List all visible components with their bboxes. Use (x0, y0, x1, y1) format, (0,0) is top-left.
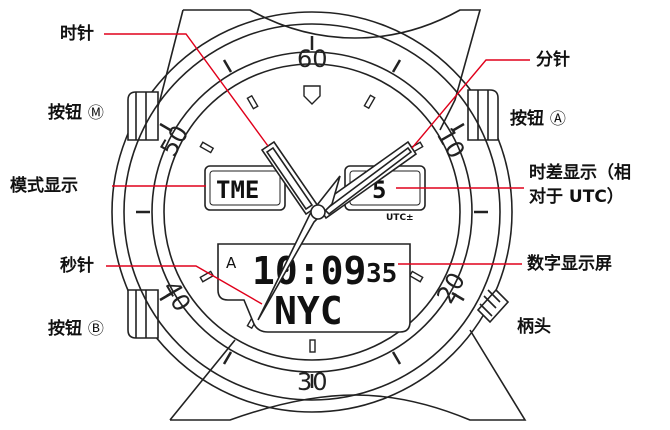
crown-body (476, 288, 510, 324)
mode-display-text: TME (216, 176, 259, 204)
label-button-b-text: 按钮 (48, 319, 82, 339)
button-m-body (127, 91, 159, 141)
button-a-symbol: Ⓐ (549, 109, 566, 128)
bezel-numeral-60: 60 (297, 45, 328, 73)
label-button-m: 按钮 Ⓜ (48, 102, 104, 124)
city-code: NYC (274, 289, 343, 333)
button-m-symbol: Ⓜ (87, 103, 104, 122)
bezel-ticks (136, 36, 488, 388)
label-mode-display: 模式显示 (10, 176, 78, 196)
bezel (123, 23, 501, 401)
bezel-numeral-50: 50 (155, 121, 195, 161)
label-hour-hand: 时针 (60, 24, 94, 44)
digital-time-main: 10:09 (252, 249, 366, 293)
label-digital-display: 数字显示屏 (527, 254, 612, 274)
button-b-body (127, 289, 159, 339)
leader-minute-hand (411, 59, 530, 149)
label-button-b: 按钮 Ⓑ (48, 318, 104, 340)
label-minute-hand: 分针 (536, 50, 570, 70)
label-button-a: 按钮 Ⓐ (510, 108, 566, 130)
label-crown: 柄头 (517, 317, 551, 337)
label-time-difference-line2: 对于 UTC） (529, 187, 624, 207)
button-a-body (467, 89, 499, 141)
leader-lines (104, 33, 530, 305)
digital-display: A 10:09 35 NYC (217, 243, 411, 333)
mode-display: TME (204, 165, 286, 211)
bezel-numeral-30: 30 (297, 368, 328, 396)
leader-hour-hand (104, 33, 269, 147)
leader-second-hand (106, 265, 263, 305)
hand-pivot (310, 204, 326, 220)
button-b-symbol: Ⓑ (87, 319, 104, 338)
label-button-m-text: 按钮 (48, 103, 82, 123)
bezel-numeral-20: 20 (431, 268, 471, 308)
utc-caption: UTC± (386, 213, 414, 223)
bezel-numeral-40: 40 (157, 276, 197, 316)
digital-time-seconds: 35 (366, 259, 397, 289)
bezel-numeral-10: 10 (431, 123, 471, 163)
label-button-a-text: 按钮 (510, 109, 544, 129)
alarm-indicator: A (226, 254, 237, 272)
label-time-difference-line1: 时差显示（相 (529, 163, 631, 183)
label-second-hand: 秒针 (60, 256, 94, 276)
